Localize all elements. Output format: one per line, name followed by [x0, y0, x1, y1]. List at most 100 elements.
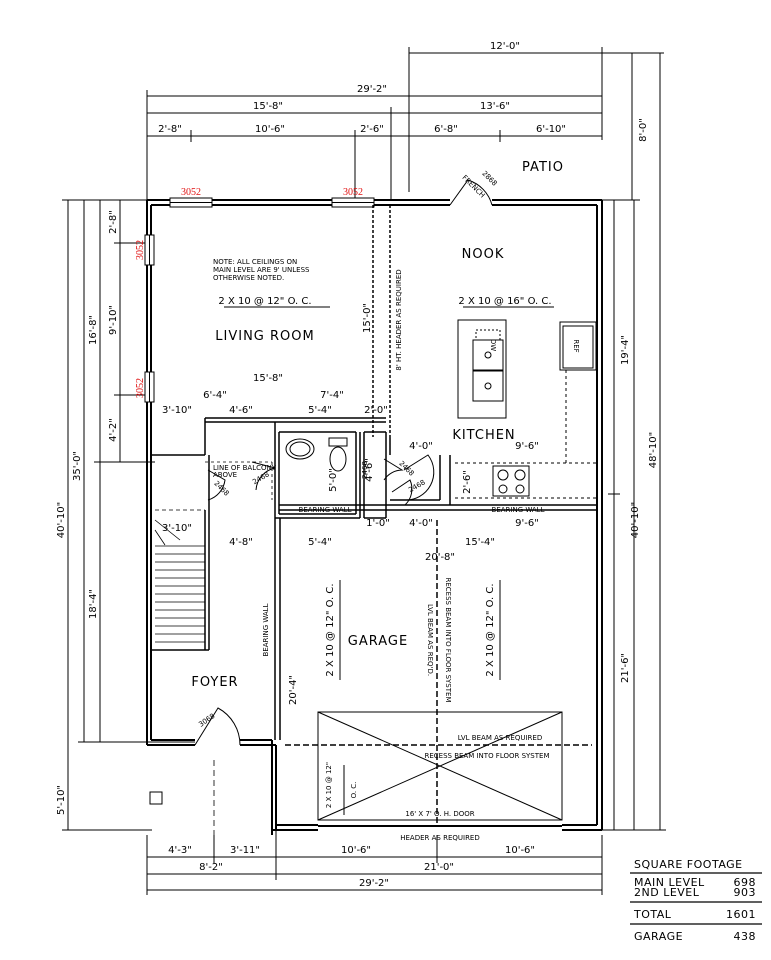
refrigerator-label: REF	[572, 339, 580, 352]
lvl-beam-vertical-2: RECESS BEAM INTO FLOOR SYSTEM	[444, 578, 452, 703]
dim-left-5-10: 5'-10"	[56, 785, 67, 815]
doors	[194, 179, 493, 746]
dim-5-4a: 5'-4"	[308, 405, 332, 416]
dim-20-4: 20'-4"	[288, 675, 299, 705]
room-kitchen: KITCHEN	[452, 428, 515, 443]
door-tag-2468-c2: 2468	[361, 461, 369, 479]
top-dimension-lines	[146, 47, 603, 200]
sqft-garage-value: 438	[734, 930, 757, 943]
dim-20-8: 20'-8"	[425, 552, 455, 563]
dim-top-seg4: 6'-8"	[434, 124, 458, 135]
dim-left-4-2: 4'-2"	[108, 418, 119, 442]
dim-4-6-vertical: 4'-6"	[364, 458, 375, 482]
front-stoop	[149, 791, 163, 805]
door-tag-2868: 2868	[480, 169, 498, 187]
recess-beam-horizontal: RECESS BEAM INTO FLOOR SYSTEM	[425, 752, 550, 760]
square-footage-table: SQUARE FOOTAGE MAIN LEVEL 698 2ND LEVEL …	[633, 858, 756, 943]
dim-left-overall: 40'-10"	[56, 502, 67, 538]
lvl-beam-horizontal: LVL BEAM AS REQUIRED	[458, 734, 542, 742]
dim-left-2-8: 2'-8"	[108, 210, 119, 234]
dim-left-9-10: 9'-10"	[108, 305, 119, 335]
bottom-dimension-lines	[146, 835, 603, 895]
sqft-table-lines	[630, 872, 762, 925]
window-tag-4: 3052	[135, 378, 146, 398]
dim-1-0: 1'-0"	[366, 518, 390, 529]
lvl-beams	[285, 520, 592, 825]
dim-right-overall: 48'-10"	[648, 432, 659, 468]
dim-3-10a: 3'-10"	[162, 405, 192, 416]
dim-5-4b: 5'-4"	[308, 537, 332, 548]
room-foyer: FOYER	[191, 675, 238, 690]
window-tag-2: 3052	[343, 187, 363, 198]
dim-bottom-8-2: 8'-2"	[199, 862, 223, 873]
dim-top-seg3: 2'-6"	[360, 124, 384, 135]
dim-bottom-4-3: 4'-3"	[168, 845, 192, 856]
header-required-label: HEADER AS REQUIRED	[400, 834, 480, 842]
garage-door	[317, 711, 563, 827]
dim-4-0a: 4'-0"	[409, 441, 433, 452]
bearing-wall-vertical: BEARING WALL	[262, 603, 270, 656]
sqft-title: SQUARE FOOTAGE	[634, 858, 743, 871]
dim-4-8: 4'-8"	[229, 537, 253, 548]
dim-bottom-10-6a: 10'-6"	[341, 845, 371, 856]
sqft-garage-label: GARAGE	[634, 930, 683, 943]
balcony-line	[205, 461, 273, 500]
right-dimension-lines	[560, 52, 666, 831]
overhead-door-label: 16' X 7' O. H. DOOR	[405, 810, 474, 818]
french-door-label: FRENCH	[460, 174, 486, 200]
ceiling-note-line2: MAIN LEVEL ARE 9' UNLESS	[213, 266, 310, 274]
dim-top-patio: 12'-0"	[490, 41, 520, 52]
dim-left-18-4: 18'-4"	[88, 589, 99, 619]
dim-top-seg5: 6'-10"	[536, 124, 566, 135]
garage-joist-door-oc: O. C.	[350, 782, 358, 799]
sqft-total-value: 1601	[726, 908, 756, 921]
bearing-wall-label-1: BEARING WALL	[299, 506, 352, 514]
room-living: LIVING ROOM	[215, 329, 314, 344]
dim-2-0: 2'-0"	[364, 405, 388, 416]
dim-right-kitchen: 19'-4"	[620, 335, 631, 365]
dim-left-35: 35'-0"	[72, 451, 83, 481]
room-nook: NOOK	[462, 247, 505, 262]
balcony-note-line1: LINE OF BALCONY	[213, 464, 277, 472]
dim-2-6: 2'-6"	[462, 470, 473, 494]
header-8ht-note: 8' HT. HEADER AS REQUIRED	[395, 269, 403, 370]
door-tag-2468-stair: 2468	[212, 479, 230, 497]
exterior-walls	[146, 199, 603, 835]
ceiling-note-line3: OTHERWISE NOTED.	[213, 274, 284, 282]
window-tag-1: 3052	[181, 187, 201, 198]
room-patio: PATIO	[522, 160, 564, 175]
sqft-main-label: MAIN LEVEL	[634, 876, 705, 889]
dim-left-16-8: 16'-8"	[88, 315, 99, 345]
dim-top-overall: 29'-2"	[357, 84, 387, 95]
dim-bottom-10-6b: 10'-6"	[505, 845, 535, 856]
dim-5-0: 5'-0"	[328, 468, 339, 492]
left-dimension-lines	[62, 199, 195, 831]
lvl-beam-vertical-1: LVL BEAM AS REQ'D.	[426, 604, 434, 676]
room-garage: GARAGE	[348, 634, 408, 649]
bearing-wall-label-2: BEARING WALL	[492, 506, 545, 514]
dim-4-0b: 4'-0"	[409, 518, 433, 529]
dim-6-4: 6'-4"	[203, 390, 227, 401]
dim-top-seg1: 2'-8"	[158, 124, 182, 135]
garage-joist-right: 2 X 10 @ 12" O. C.	[485, 583, 496, 676]
kitchen-fixtures	[455, 319, 597, 499]
sqft-second-label: 2ND LEVEL	[634, 886, 700, 899]
dim-top-right: 13'-6"	[480, 101, 510, 112]
windows	[144, 197, 375, 403]
interior-walls	[151, 205, 597, 740]
bath-fixtures	[285, 437, 348, 472]
sqft-total-label: TOTAL	[633, 908, 672, 921]
dim-bottom-3-11: 3'-11"	[230, 845, 260, 856]
sqft-main-value: 698	[734, 876, 757, 889]
window-tag-3: 3052	[135, 240, 146, 260]
dim-bottom-21-0: 21'-0"	[424, 862, 454, 873]
dim-top-seg2: 10'-6"	[255, 124, 285, 135]
stair-treads	[154, 509, 205, 643]
dim-15-4: 15'-4"	[465, 537, 495, 548]
dim-right-garage: 21'-6"	[620, 653, 631, 683]
dishwasher-label: DW	[489, 339, 497, 351]
dim-9-6a: 9'-6"	[515, 441, 539, 452]
dim-right-house: 40'-10"	[630, 502, 641, 538]
ceiling-note-line1: NOTE: ALL CEILINGS ON	[213, 258, 297, 266]
